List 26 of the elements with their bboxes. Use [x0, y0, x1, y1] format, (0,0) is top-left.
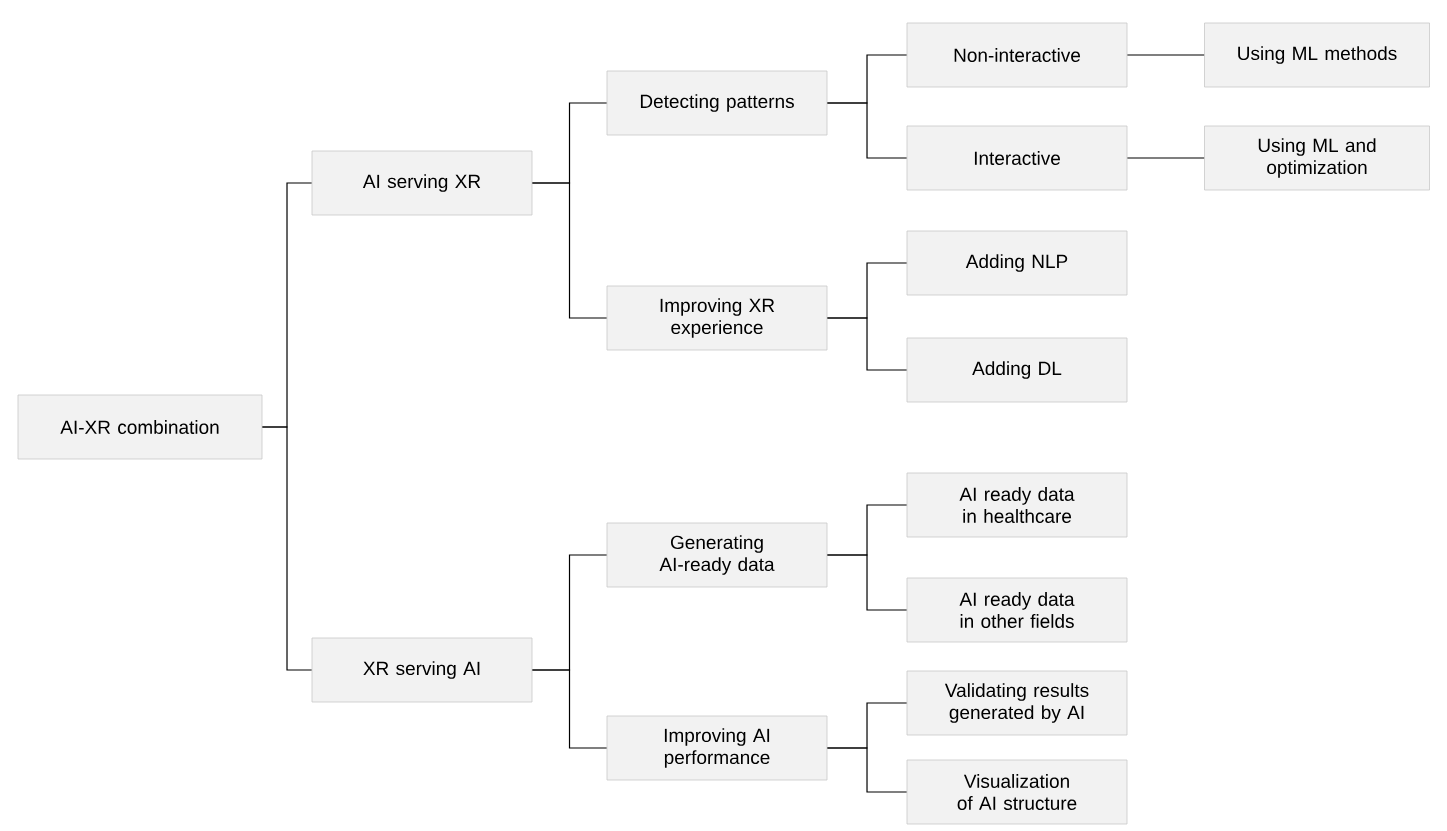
- connector: [1126, 157, 1205, 159]
- tree-box: AI ready data in healthcare: [906, 472, 1128, 538]
- tree-box: Adding DL: [906, 337, 1128, 403]
- connector: [1126, 54, 1205, 56]
- connector: [826, 317, 908, 371]
- connector: [826, 747, 908, 793]
- tree-box: Visualization of AI structure: [906, 759, 1128, 825]
- connector: [261, 426, 313, 671]
- tree-box: Adding NLP: [906, 230, 1128, 296]
- connector: [531, 182, 608, 319]
- tree-box: Non-interactive: [906, 22, 1128, 88]
- connector: [531, 669, 608, 749]
- tree-box: AI ready data in other fields: [906, 577, 1128, 643]
- tree-box: Detecting patterns: [606, 70, 828, 136]
- tree-box: Improving XR experience: [606, 285, 828, 351]
- tree-box: Using ML methods: [1204, 22, 1430, 88]
- tree-box: Validating results generated by AI: [906, 670, 1128, 736]
- tree-box: Interactive: [906, 125, 1128, 191]
- connector: [826, 554, 908, 611]
- connector: [826, 102, 908, 159]
- tree-box: XR serving AI: [311, 637, 533, 703]
- tree-box: AI-XR combination: [17, 394, 263, 460]
- tree-box: Generating AI-ready data: [606, 522, 828, 588]
- tree-box: Using ML and optimization: [1204, 125, 1430, 191]
- tree-box: AI serving XR: [311, 150, 533, 216]
- tree-box: Improving AI performance: [606, 715, 828, 781]
